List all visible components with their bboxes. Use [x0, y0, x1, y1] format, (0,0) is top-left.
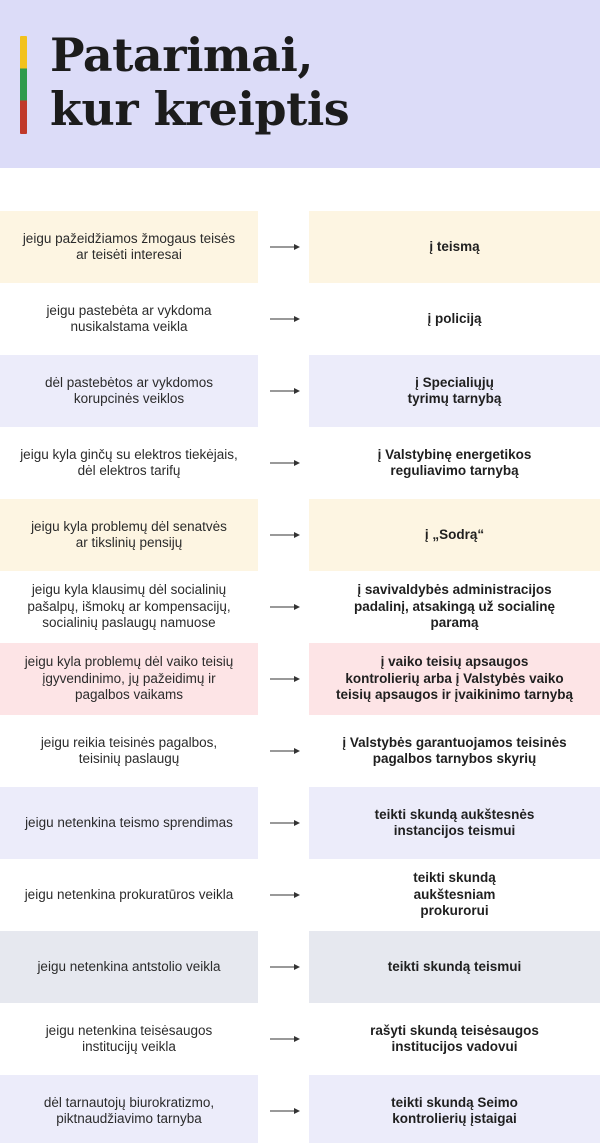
- institution-cell: teikti skundą aukštesniam prokurorui: [309, 859, 600, 931]
- situation-cell: jeigu kyla klausimų dėl socialinių pašal…: [0, 571, 258, 643]
- title-line-2: kur kreiptis: [50, 82, 350, 136]
- institution-cell: teikti skundą aukštesnės instancijos tei…: [309, 787, 600, 859]
- arrow-right-icon: [270, 314, 300, 324]
- advice-row: jeigu netenkina prokuratūros veikla teikt…: [0, 859, 600, 931]
- arrow-right-icon: [270, 674, 300, 684]
- situation-cell: jeigu kyla problemų dėl senatvės ar tiks…: [0, 499, 258, 571]
- advice-row: jeigu netenkina teisėsaugos institucijų …: [0, 1003, 600, 1075]
- advice-row: jeigu kyla klausimų dėl socialinių pašal…: [0, 571, 600, 643]
- institution-cell: į teismą: [309, 211, 600, 283]
- situation-cell: jeigu pažeidžiamos žmogaus teisės ar tei…: [0, 211, 258, 283]
- advice-list: jeigu pažeidžiamos žmogaus teisės ar tei…: [0, 211, 600, 1143]
- institution-text: į policiją: [427, 310, 482, 326]
- institution-text: į savivaldybės administracijos padalinį,…: [353, 582, 556, 631]
- institution-cell: į vaiko teisių apsaugos kontrolierių arb…: [309, 643, 600, 715]
- arrow-right-icon: [270, 818, 300, 828]
- advice-row: jeigu reikia teisinės pagalbos, teisinių…: [0, 715, 600, 787]
- arrow-right-icon: [270, 962, 300, 972]
- advice-row: jeigu kyla problemų dėl senatvės ar tiks…: [0, 499, 600, 571]
- arrow-right-icon: [270, 1034, 300, 1044]
- situation-text: dėl tarnautojų biurokratizmo, piktnaudži…: [43, 1094, 215, 1127]
- arrow-right-icon: [270, 1106, 300, 1116]
- institution-text: teikti skundą Seimo kontrolierių įstaiga…: [391, 1094, 518, 1127]
- advice-row: jeigu pažeidžiamos žmogaus teisės ar tei…: [0, 211, 600, 283]
- header-banner: Patarimai, kur kreiptis: [0, 0, 600, 168]
- arrow-right-icon: [270, 602, 300, 612]
- institution-text: į Specialiųjų tyrimų tarnybą: [407, 374, 502, 407]
- advice-row: jeigu kyla problemų dėl vaiko teisių įgy…: [0, 643, 600, 715]
- advice-row: dėl pastebėtos ar vykdomos korupcinės ve…: [0, 355, 600, 427]
- institution-text: į „Sodrą“: [424, 526, 485, 542]
- situation-text: jeigu reikia teisinės pagalbos, teisinių…: [40, 734, 218, 767]
- situation-cell: jeigu netenkina antstolio veikla: [0, 931, 258, 1003]
- arrow-right-icon: [270, 746, 300, 756]
- advice-row: dėl tarnautojų biurokratizmo, piktnaudži…: [0, 1075, 600, 1143]
- situation-cell: jeigu netenkina teisėsaugos institucijų …: [0, 1003, 258, 1075]
- advice-row: jeigu netenkina antstolio veikla teikti s…: [0, 931, 600, 1003]
- institution-cell: į Valstybės garantuojamos teisinės pagal…: [309, 715, 600, 787]
- advice-row: jeigu pastebėta ar vykdoma nusikalstama …: [0, 283, 600, 355]
- institution-cell: į policiją: [309, 283, 600, 355]
- situation-text: jeigu kyla klausimų dėl socialinių pašal…: [27, 582, 231, 631]
- institution-text: teikti skundą teismui: [387, 958, 522, 974]
- institution-text: rašyti skundą teisėsaugos institucijos v…: [370, 1022, 539, 1055]
- situation-cell: jeigu kyla ginčų su elektros tiekėjais, …: [0, 427, 258, 499]
- page-title: Patarimai, kur kreiptis: [50, 28, 350, 136]
- arrow-right-icon: [270, 242, 300, 252]
- advice-row: jeigu netenkina teismo sprendimas teikti …: [0, 787, 600, 859]
- situation-text: jeigu pastebėta ar vykdoma nusikalstama …: [46, 302, 212, 335]
- institution-cell: į Valstybinę energetikos reguliavimo tar…: [309, 427, 600, 499]
- situation-cell: jeigu netenkina teismo sprendimas: [0, 787, 258, 859]
- institution-cell: į savivaldybės administracijos padalinį,…: [309, 571, 600, 643]
- situation-cell: jeigu pastebėta ar vykdoma nusikalstama …: [0, 283, 258, 355]
- situation-text: jeigu netenkina teisėsaugos institucijų …: [45, 1022, 213, 1055]
- situation-cell: jeigu kyla problemų dėl vaiko teisių įgy…: [0, 643, 258, 715]
- advice-row: jeigu kyla ginčų su elektros tiekėjais, …: [0, 427, 600, 499]
- institution-text: į Valstybinę energetikos reguliavimo tar…: [377, 446, 532, 479]
- arrow-right-icon: [270, 458, 300, 468]
- institution-cell: teikti skundą teismui: [309, 931, 600, 1003]
- institution-text: į Valstybės garantuojamos teisinės pagal…: [342, 734, 567, 767]
- situation-cell: dėl tarnautojų biurokratizmo, piktnaudži…: [0, 1075, 258, 1143]
- institution-text: į teismą: [429, 238, 480, 254]
- situation-text: dėl pastebėtos ar vykdomos korupcinės ve…: [44, 374, 214, 407]
- institution-text: teikti skundą aukštesniam prokurorui: [413, 870, 496, 919]
- arrow-right-icon: [270, 386, 300, 396]
- situation-text: jeigu kyla problemų dėl vaiko teisių įgy…: [24, 654, 234, 703]
- situation-text: jeigu pažeidžiamos žmogaus teisės ar tei…: [22, 230, 236, 263]
- situation-text: jeigu kyla problemų dėl senatvės ar tiks…: [31, 518, 227, 551]
- institution-cell: rašyti skundą teisėsaugos institucijos v…: [309, 1003, 600, 1075]
- situation-text: jeigu netenkina antstolio veikla: [37, 958, 221, 974]
- institution-cell: į Specialiųjų tyrimų tarnybą: [309, 355, 600, 427]
- institution-cell: į „Sodrą“: [309, 499, 600, 571]
- situation-cell: dėl pastebėtos ar vykdomos korupcinės ve…: [0, 355, 258, 427]
- color-accent-bar: [20, 36, 27, 134]
- title-line-1: Patarimai,: [50, 28, 313, 82]
- situation-cell: jeigu reikia teisinės pagalbos, teisinių…: [0, 715, 258, 787]
- institution-text: teikti skundą aukštesnės instancijos tei…: [374, 806, 535, 839]
- arrow-right-icon: [270, 530, 300, 540]
- institution-text: į vaiko teisių apsaugos kontrolierių arb…: [335, 654, 574, 703]
- situation-text: jeigu netenkina teismo sprendimas: [25, 814, 233, 830]
- situation-cell: jeigu netenkina prokuratūros veikla: [0, 859, 258, 931]
- institution-cell: teikti skundą Seimo kontrolierių įstaiga…: [309, 1075, 600, 1143]
- arrow-right-icon: [270, 890, 300, 900]
- situation-text: jeigu netenkina prokuratūros veikla: [24, 886, 234, 902]
- situation-text: jeigu kyla ginčų su elektros tiekėjais, …: [20, 446, 238, 479]
